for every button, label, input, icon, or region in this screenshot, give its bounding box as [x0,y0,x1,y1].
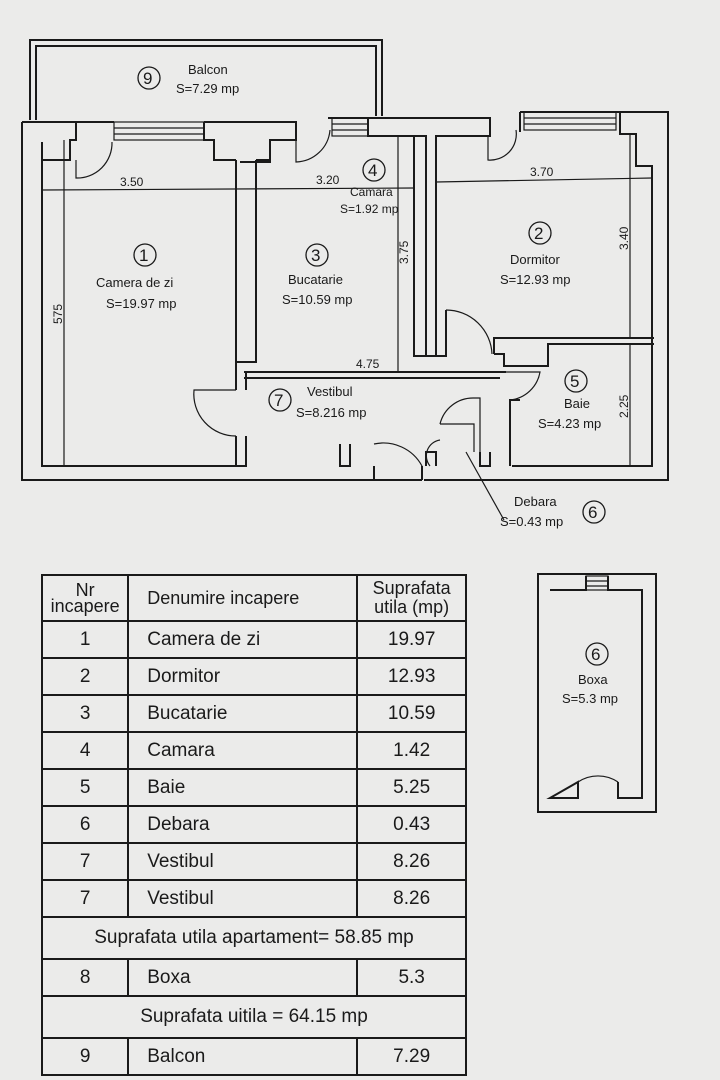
balcony-outline [29,39,383,120]
svg-text:9: 9 [143,69,152,88]
floor-plan: 3.50 3.20 3.70 575 3.75 3.40 4.75 2.25 9… [21,39,669,529]
room-label-boxa: 6 Boxa S=5.3 mp [562,642,618,706]
room-label-camara: 4 Camara S=1.92 mp [340,158,399,216]
interior-walls [235,136,654,480]
dim-bedroom-width: 3.70 [530,165,554,179]
windows [113,111,617,141]
room-label-camera-de-zi: 1 Camera de zi S=19.97 mp [96,243,176,311]
svg-text:S=19.97 mp: S=19.97 mp [106,296,176,311]
svg-text:S=10.59 mp: S=10.59 mp [282,292,352,307]
summary-row-apartment: Suprafata utila apartament= 58.85 mp [41,916,467,960]
svg-text:S=1.92 mp: S=1.92 mp [340,202,399,216]
svg-text:S=12.93 mp: S=12.93 mp [500,272,570,287]
svg-text:Bucatarie: Bucatarie [288,272,343,287]
dim-hall-width: 4.75 [356,357,380,371]
svg-text:Boxa: Boxa [578,672,608,687]
boxa-plan: 6 Boxa S=5.3 mp [537,573,657,813]
dim-bedroom-depth: 3.40 [617,226,631,250]
dim-kitchen-depth: 3.75 [397,240,411,264]
svg-text:Camera de zi: Camera de zi [96,275,173,290]
dim-living-depth: 575 [51,304,65,324]
svg-text:Vestibul: Vestibul [307,384,353,399]
room-label-balcon: 9 Balcon S=7.29 mp [137,62,239,96]
svg-text:6: 6 [588,503,597,522]
svg-text:6: 6 [591,645,600,664]
svg-text:Dormitor: Dormitor [510,252,561,267]
svg-text:7: 7 [274,391,283,410]
svg-text:3: 3 [311,246,320,265]
header-name: Denumire incapere [127,574,359,622]
room-label-dormitor: 2 Dormitor S=12.93 mp [500,221,570,287]
svg-text:S=0.43 mp: S=0.43 mp [500,514,563,529]
dim-bath-depth: 2.25 [617,394,631,418]
svg-text:Baie: Baie [564,396,590,411]
room-label-debara: Debara S=0.43 mp 6 [465,451,606,529]
summary-row-total: Suprafata uitila = 64.15 mp [41,995,467,1039]
dim-living-width: 3.50 [120,175,144,189]
svg-text:S=4.23 mp: S=4.23 mp [538,416,601,431]
svg-text:Balcon: Balcon [188,62,228,77]
dim-kitchen-width: 3.20 [316,173,340,187]
svg-text:S=8.216 mp: S=8.216 mp [296,405,366,420]
svg-text:4: 4 [368,161,377,180]
svg-text:5: 5 [570,372,579,391]
svg-text:Camara: Camara [350,185,393,199]
svg-text:Debara: Debara [514,494,557,509]
room-label-baie: 5 Baie S=4.23 mp [538,369,601,431]
svg-text:S=7.29 mp: S=7.29 mp [176,81,239,96]
doors [75,129,541,467]
room-label-vestibul: 7 Vestibul S=8.216 mp [268,384,366,420]
svg-text:1: 1 [139,246,148,265]
dimension-lines [41,134,653,466]
svg-text:S=5.3 mp: S=5.3 mp [562,691,618,706]
room-label-bucatarie: 3 Bucatarie S=10.59 mp [282,243,352,307]
svg-text:2: 2 [534,224,543,243]
dimension-labels: 3.50 3.20 3.70 575 3.75 3.40 4.75 2.25 [51,165,631,418]
